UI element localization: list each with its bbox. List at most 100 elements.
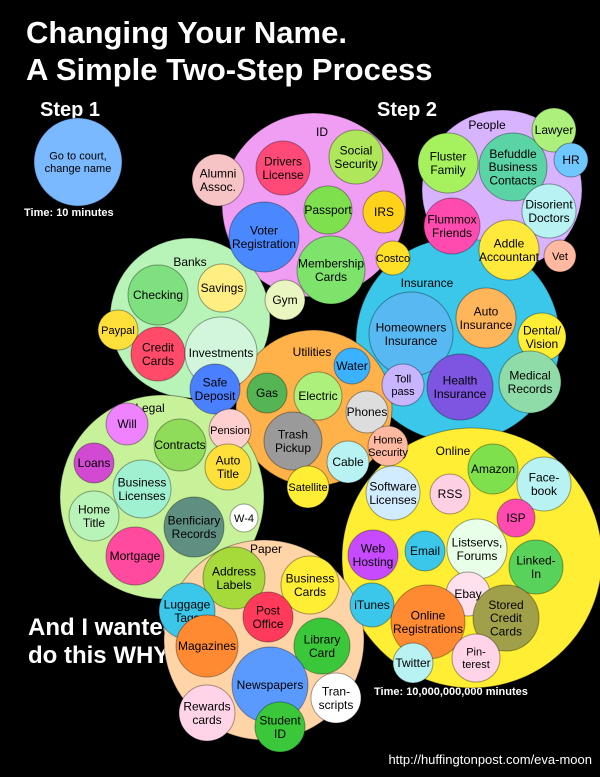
bubble-contracts	[153, 418, 207, 472]
bubble-trash-pickup	[263, 411, 323, 471]
bubble-tran-scripts-label: Tran-scripts	[319, 684, 354, 711]
bubble-water-label: Water	[336, 359, 368, 373]
bubble-web-hosting	[347, 529, 399, 581]
bubble-hr	[553, 142, 589, 178]
bubble-investments-label: Investments	[189, 346, 254, 360]
bubble-rss-label: RSS	[438, 487, 463, 501]
bubble-linked-in	[508, 539, 564, 595]
bubble-address-labels	[202, 546, 266, 610]
bubble-medical-records	[498, 350, 562, 414]
bubble-twitter-label: Twitter	[395, 656, 430, 670]
bubble-vet-label: Vet	[552, 251, 568, 263]
title-line-2: A Simple Two-Step Process	[26, 52, 433, 87]
bubble-student-id	[254, 701, 306, 753]
bubble-listservs-forums-label: Listservs,Forums	[452, 535, 503, 562]
bubble-library-card	[293, 617, 351, 675]
group-people-label: People	[468, 118, 506, 132]
bubble-health-insurance	[426, 353, 494, 421]
bubble-voter-registration	[228, 201, 300, 273]
bubble-cable	[326, 440, 370, 484]
step-1-bubble-label: Go to court,change name	[45, 151, 112, 175]
bubble-checking	[127, 264, 189, 326]
group-paper-label: Paper	[250, 542, 282, 556]
step-1-label: Step 1	[40, 99, 101, 121]
step-1-bubble	[33, 117, 123, 207]
bubble-loans-label: Loans	[78, 456, 111, 470]
bubble-lawyer-label: Lawyer	[535, 123, 574, 137]
bubble-befuddle-business-contacts	[478, 132, 548, 202]
bubble-benficiary-records	[163, 496, 225, 558]
bubble-social-security	[328, 129, 384, 185]
bubble-drivers-license	[255, 140, 311, 196]
bubble-phones-label: Phones	[347, 405, 388, 419]
group-insurance-label: Insurance	[401, 276, 454, 290]
bubble-passport-label: Passport	[304, 203, 352, 217]
bubble-hr-label: HR	[562, 153, 580, 167]
step-2-label: Step 2	[377, 99, 438, 121]
bubble-paypal-label: Paypal	[101, 325, 135, 337]
bubble-auto-title	[204, 443, 252, 491]
bubble-satellite	[286, 465, 330, 509]
bubble-post-office	[242, 591, 294, 643]
bubble-face-book-label: Face-book	[529, 470, 560, 497]
bubble-fluster-family	[417, 132, 479, 194]
bubble-tran-scripts	[310, 672, 362, 724]
bubble-membership-cards	[296, 235, 366, 305]
bubble-w-4-label: W-4	[234, 513, 254, 525]
bubble-pension-label: Pension	[210, 425, 250, 437]
bubble-credit-cards	[130, 326, 186, 382]
bubble-passport	[303, 185, 353, 235]
bubble-business-cards	[280, 555, 340, 615]
bubble-mortgage-label: Mortgage	[110, 549, 161, 563]
bubble-irs	[362, 190, 406, 234]
group-utilities-label: Utilities	[293, 345, 332, 359]
step-1-time: Time: 10 minutes	[24, 207, 114, 219]
bubble-pin-terest	[451, 633, 501, 683]
bubble-home-security	[367, 425, 409, 467]
bubble-amazon	[467, 443, 519, 495]
bubble-lawyer	[531, 107, 577, 153]
bubble-business-licenses	[112, 459, 172, 519]
bubble-isp-label: ISP	[506, 511, 525, 525]
bubble-twitter	[392, 642, 434, 684]
bubble-rewards-cards	[178, 684, 236, 742]
bubble-savings	[197, 263, 247, 313]
bubble-will-label: Will	[117, 417, 136, 431]
bubble-gym	[264, 279, 306, 321]
bubble-auto-insurance	[455, 287, 517, 349]
bubble-costco-label: Costco	[376, 253, 410, 265]
bubble-rss	[429, 473, 471, 515]
bubble-gas-label: Gas	[256, 386, 278, 400]
bubble-phones	[345, 390, 389, 434]
bubble-satellite-label: Satellite	[288, 482, 327, 494]
bubble-electric	[293, 371, 343, 421]
step-2-time: Time: 10,000,000,000 minutes	[374, 686, 528, 698]
page-title: Changing Your Name. A Simple Two-Step Pr…	[26, 14, 586, 88]
bubble-flummox-friends	[423, 197, 481, 255]
bubble-loans	[73, 442, 115, 484]
bubble-irs-label: IRS	[374, 205, 394, 219]
